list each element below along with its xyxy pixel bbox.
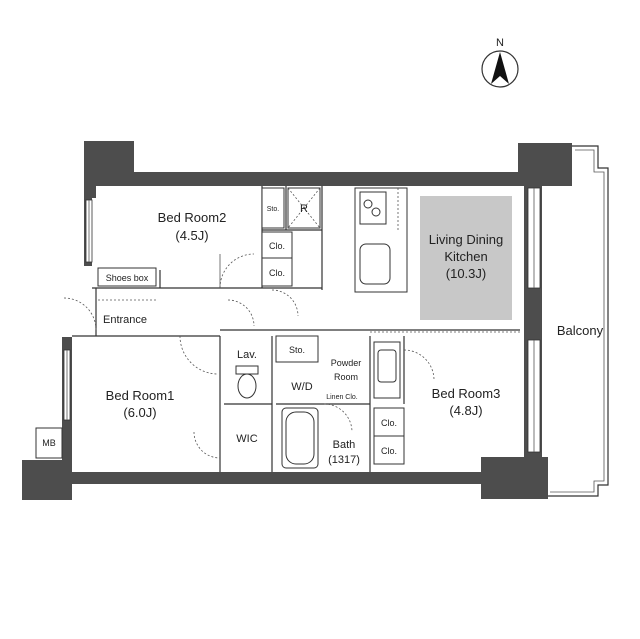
shoes-box: [97, 267, 157, 287]
ldk-name-line2: Kitchen: [444, 249, 487, 264]
ldk-highlight: [420, 196, 512, 320]
lav-name: Lav.: [237, 349, 257, 361]
wic-name: WIC: [236, 433, 257, 445]
windows: [63, 187, 541, 453]
clo-bedroom2-b-box: [261, 257, 293, 287]
kitchen-counter: [354, 187, 408, 293]
powder-room-line1: Powder: [331, 358, 362, 368]
balcony-outline: [548, 145, 609, 497]
sto-mid-box: [275, 335, 319, 363]
wd-name: W/D: [291, 381, 312, 393]
toilet-icon: [235, 365, 259, 399]
bathtub-icon: [281, 407, 319, 469]
bedroom1-size: (6.0J): [123, 405, 156, 420]
mb-name: MB: [42, 438, 56, 448]
door-swings: [63, 253, 435, 459]
clo-bedroom2-a-name: Clo.: [269, 241, 285, 251]
linen-closet-name: Linen Clo.: [326, 394, 358, 401]
sto-top-box: [261, 187, 285, 229]
sto-mid-name: Sto.: [289, 345, 305, 355]
washbasin-icon: [373, 341, 401, 399]
mb-box: [35, 427, 63, 459]
clo-bedroom3-a-box: [373, 407, 405, 437]
north-arrow-icon: N: [481, 37, 519, 88]
bath-size: (1317): [328, 454, 360, 466]
clo-bedroom2-a-box: [261, 231, 293, 259]
clo-bedroom2-b-name: Clo.: [269, 268, 285, 278]
clo-bedroom3-b-box: [373, 435, 405, 465]
sto-top-name: Sto.: [267, 206, 280, 213]
bedroom3-name: Bed Room3: [432, 386, 501, 401]
ldk-name-line1: Living Dining: [429, 232, 503, 247]
bath-name: Bath: [333, 439, 356, 451]
bedroom2-size: (4.5J): [175, 228, 208, 243]
bedroom2-name: Bed Room2: [158, 210, 227, 225]
clo-bedroom3-b-name: Clo.: [381, 446, 397, 456]
north-label: N: [496, 37, 504, 49]
refrigerator-name: R: [300, 203, 308, 215]
powder-room-line2: Room: [334, 372, 358, 382]
entrance-name: Entrance: [103, 314, 147, 326]
ldk-size: (10.3J): [446, 266, 486, 281]
clo-bedroom3-a-name: Clo.: [381, 418, 397, 428]
shoes-box-name: Shoes box: [106, 273, 149, 283]
balcony-name: Balcony: [557, 323, 604, 338]
bedroom3-size: (4.8J): [449, 403, 482, 418]
bedroom1-name: Bed Room1: [106, 388, 175, 403]
